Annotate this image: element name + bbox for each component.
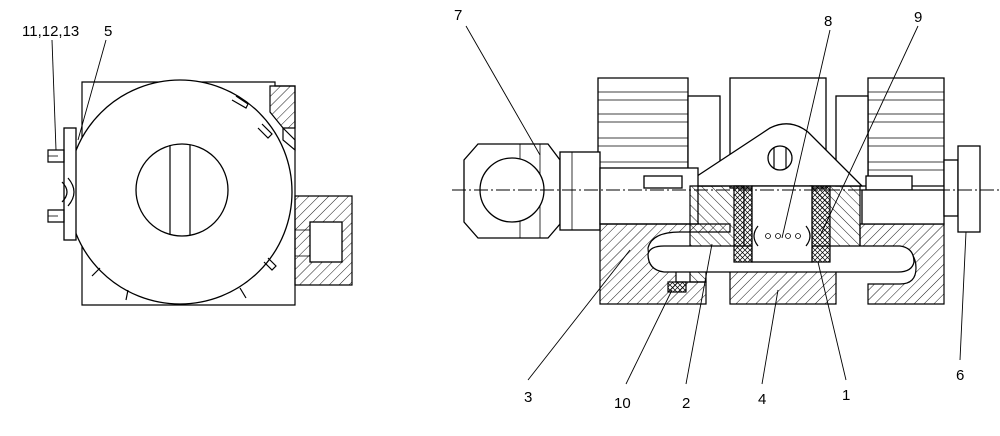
callout-8: 8 [824, 13, 832, 30]
callout-11-12-13: 11,12,13 [22, 23, 79, 40]
callout-6: 6 [956, 367, 964, 384]
callout-9: 9 [914, 9, 922, 26]
end-view-top-hatch [269, 85, 296, 129]
callout-10: 10 [614, 395, 631, 412]
end-view-notch [282, 126, 296, 152]
screw-assembly [47, 127, 77, 241]
seal-left [733, 185, 753, 263]
end-view-fitting-bore [309, 221, 343, 263]
callout-4: 4 [758, 391, 766, 408]
seal-right [811, 185, 831, 263]
end-view-inner-bore [135, 143, 229, 237]
callout-2: 2 [682, 395, 690, 412]
end-view [47, 79, 353, 306]
spring-cavity [751, 185, 813, 263]
leader-lines [51, 25, 967, 385]
seal-ring [667, 281, 687, 293]
lever-pin [767, 145, 793, 171]
section-view [452, 77, 1000, 305]
callout-1: 1 [842, 387, 850, 404]
right-knob [835, 77, 945, 187]
callout-5: 5 [104, 23, 112, 40]
callout-7: 7 [454, 7, 462, 24]
callout-labels: 11,12,13 5 7 8 9 3 10 2 4 1 6 [22, 7, 964, 412]
callout-3: 3 [524, 389, 532, 406]
eye-end [463, 143, 699, 239]
